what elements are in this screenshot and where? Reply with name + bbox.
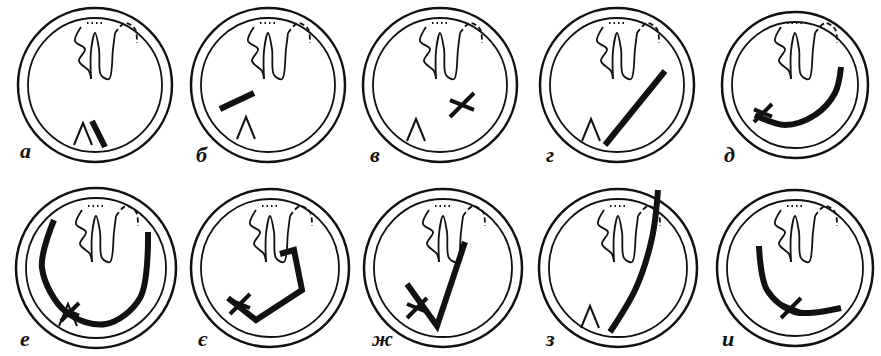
- heart-outline: [436, 33, 460, 79]
- heart-outline: [250, 210, 266, 262]
- figure-letter: а: [20, 140, 31, 162]
- heart-figure: [364, 189, 522, 347]
- heart-outline: [614, 216, 638, 262]
- heart-outline: [791, 33, 815, 79]
- dotted-edge: [609, 22, 625, 24]
- figure-letter: б: [196, 144, 207, 166]
- dotted-edge: [88, 205, 104, 207]
- dotted-edge: [435, 205, 451, 207]
- outer-ring: [363, 8, 517, 162]
- dashed-edge: [637, 23, 659, 43]
- inner-ring: [373, 18, 507, 152]
- outer-ring: [191, 8, 345, 162]
- heart-outline: [264, 33, 288, 79]
- heart-outline: [775, 210, 791, 262]
- heart-figure: [16, 188, 176, 348]
- clamp-symbol: [581, 306, 599, 328]
- dashed-edge: [460, 23, 482, 43]
- outer-ring: [540, 8, 694, 162]
- dashed-edge: [116, 206, 138, 226]
- dotted-edge: [610, 205, 626, 207]
- clamp-symbol: [582, 119, 600, 141]
- heart-outline: [420, 27, 436, 79]
- heart-outline: [91, 33, 115, 79]
- cross-mark: [450, 93, 474, 117]
- heart-outline: [76, 210, 92, 262]
- dotted-edge: [262, 205, 278, 207]
- figure-letter: в: [370, 144, 380, 166]
- heart-figure: [540, 8, 694, 162]
- incision-line: [92, 121, 105, 147]
- incision-line: [755, 67, 841, 125]
- outer-ring: [722, 12, 868, 158]
- dashed-edge: [815, 206, 837, 226]
- outer-ring: [16, 188, 176, 348]
- clamp-symbol: [237, 117, 255, 139]
- dashed-edge: [815, 23, 837, 43]
- heart-figure: [191, 8, 345, 162]
- dashed-edge: [115, 23, 137, 43]
- figure-letter: є: [198, 328, 207, 350]
- dotted-edge: [787, 205, 803, 207]
- dashed-edge: [288, 23, 310, 43]
- inner-ring: [732, 22, 858, 148]
- clamp-symbol: [407, 119, 425, 141]
- heart-figure: [539, 189, 697, 347]
- outer-ring: [717, 190, 873, 346]
- heart-outline: [266, 216, 290, 262]
- inner-ring: [201, 18, 335, 152]
- dashed-edge: [463, 206, 485, 226]
- heart-outline: [791, 216, 815, 262]
- heart-outline: [92, 216, 116, 262]
- heart-figure: [18, 8, 172, 162]
- outer-ring: [364, 189, 522, 347]
- figure-letter: г: [546, 144, 554, 166]
- incision-line: [220, 93, 254, 109]
- inner-ring: [550, 18, 684, 152]
- dotted-edge: [787, 22, 803, 24]
- figure-letter: з: [546, 328, 555, 350]
- heart-figure: [717, 190, 873, 346]
- clamp-symbol: [74, 123, 92, 145]
- incision-line: [759, 246, 841, 313]
- inner-ring: [727, 200, 863, 336]
- figure-letter: и: [722, 328, 734, 350]
- dotted-edge: [432, 22, 448, 24]
- figure-letter: д: [724, 144, 735, 166]
- incision-line: [42, 220, 148, 324]
- heart-outline: [248, 27, 264, 79]
- heart-outline: [775, 27, 791, 79]
- heart-outline: [75, 27, 91, 79]
- dotted-edge: [87, 22, 103, 24]
- heart-outline: [423, 210, 439, 262]
- inner-ring: [28, 18, 162, 152]
- outer-ring: [191, 189, 349, 347]
- inner-ring: [201, 199, 339, 337]
- incision-line: [605, 71, 665, 145]
- inner-ring: [26, 198, 166, 338]
- incision-line: [228, 250, 302, 320]
- inner-ring: [374, 199, 512, 337]
- outer-ring: [539, 189, 697, 347]
- heart-figure: [363, 8, 517, 162]
- figure-letter: е: [20, 328, 30, 350]
- figure-letter: ж: [372, 328, 393, 350]
- heart-outline: [598, 210, 614, 262]
- heart-figure: [191, 189, 349, 347]
- dashed-edge: [290, 206, 312, 226]
- heart-outline: [597, 27, 613, 79]
- dotted-edge: [260, 22, 276, 24]
- heart-figure: [722, 12, 868, 158]
- incision-line: [610, 190, 658, 332]
- outer-ring: [18, 8, 172, 162]
- heart-outline: [613, 33, 637, 79]
- incision-line: [407, 242, 465, 326]
